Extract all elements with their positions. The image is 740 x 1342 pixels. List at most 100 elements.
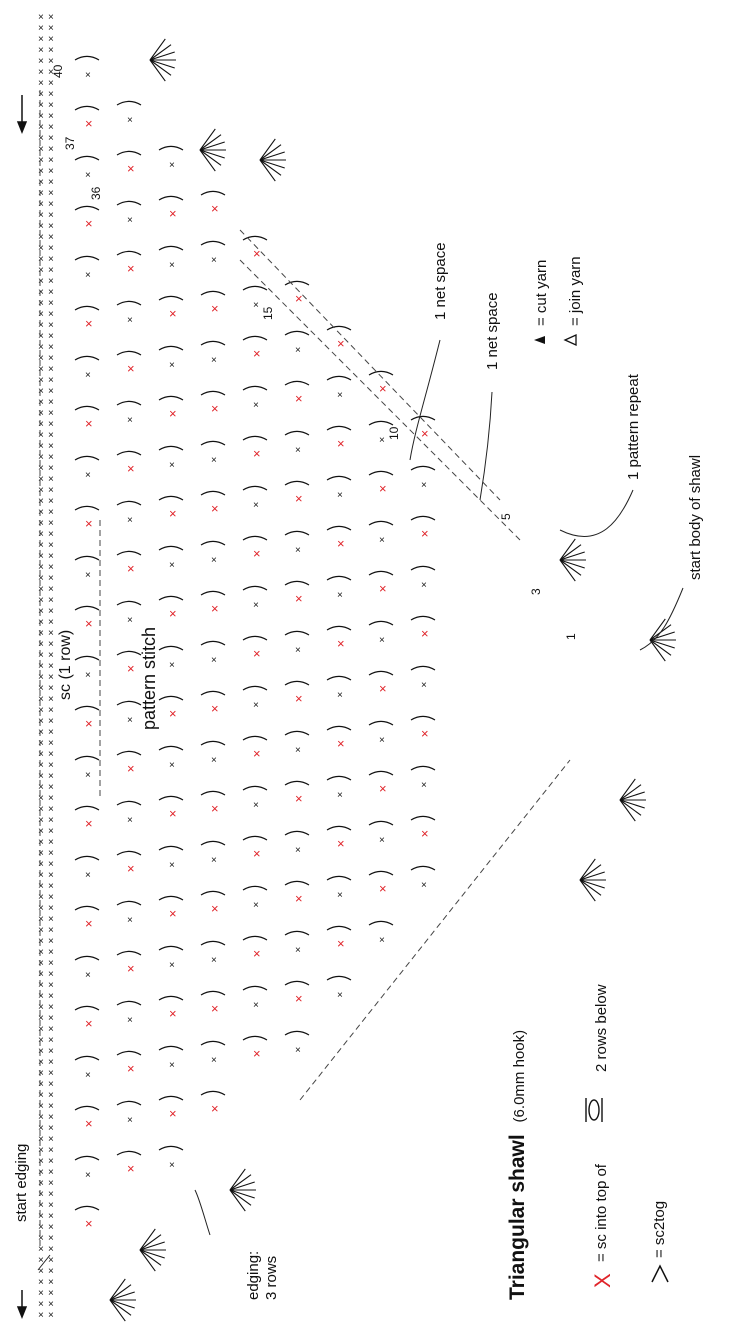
stitch-symbol: × [48, 155, 54, 166]
shell-stitch [199, 134, 222, 151]
chain-loop [200, 540, 226, 546]
stitch-symbol: × [48, 782, 54, 793]
stitch-symbol: × [38, 496, 44, 507]
stitch-symbol: × [38, 78, 44, 89]
stitch-symbol: × [38, 23, 44, 34]
stitch-symbol: × [253, 1046, 261, 1061]
shell-stitch [579, 864, 602, 881]
stitch-symbol: × [295, 791, 303, 806]
stitch-symbol: × [48, 870, 54, 881]
stitch-symbol: × [295, 545, 301, 556]
stitch-symbol: × [38, 221, 44, 232]
stitch-symbol: × [38, 408, 44, 419]
shell-stitch [579, 871, 605, 881]
chain-loop [158, 495, 184, 501]
stitch-symbol: × [48, 364, 54, 375]
shell-stitch [649, 639, 672, 656]
stitch-symbol: × [38, 782, 44, 793]
chain-loop [410, 665, 436, 671]
stitch-symbol: × [85, 1170, 91, 1181]
stitch-symbol: × [48, 452, 54, 463]
chain-loop [74, 1205, 100, 1211]
row-number: 3 [529, 588, 543, 595]
chain-loop [74, 705, 100, 711]
stitch-symbol: × [48, 540, 54, 551]
stitch-symbol: × [38, 771, 44, 782]
stitch-symbol: × [38, 309, 44, 320]
stitch-symbol: × [48, 683, 54, 694]
chain-loop [158, 895, 184, 901]
shell-stitch [559, 544, 582, 561]
chain-loop [326, 475, 352, 481]
stitch-symbol: × [379, 935, 385, 946]
chain-loop [74, 255, 100, 261]
stitch-symbol: × [48, 705, 54, 716]
chain-loop [116, 700, 142, 706]
shell-stitch [199, 128, 216, 151]
stitch-symbol: × [379, 781, 387, 796]
chain-loop [410, 815, 436, 821]
stitch-symbol: × [127, 961, 135, 976]
stitch-symbol: × [38, 56, 44, 67]
chain-loop [74, 55, 100, 61]
shell-stitch [229, 1189, 252, 1206]
stitch-symbol: × [38, 804, 44, 815]
chain-loop [74, 605, 100, 611]
shell-stitch [579, 879, 596, 902]
stitch-symbol: × [337, 490, 343, 501]
stitch-symbol: × [38, 1002, 44, 1013]
chain-loop [200, 940, 226, 946]
chain-loop [368, 720, 394, 726]
stitch-symbol: × [48, 1057, 54, 1068]
stitch-symbol: × [48, 496, 54, 507]
stitch-symbol: × [127, 661, 135, 676]
stitch-symbol: × [337, 636, 345, 651]
stitch-symbol: × [85, 616, 93, 631]
stitch-symbol: × [85, 770, 91, 781]
stitch-symbol: × [48, 232, 54, 243]
chain-loop [368, 770, 394, 776]
stitch-symbol: × [38, 969, 44, 980]
chain-loop [158, 1045, 184, 1051]
stitch-symbol: × [337, 536, 345, 551]
chain-loop [368, 470, 394, 476]
chain-loop [158, 345, 184, 351]
stitch-symbol: × [48, 287, 54, 298]
stitch-symbol: × [253, 300, 259, 311]
stitch-symbol: × [48, 100, 54, 111]
stitch-symbol: × [85, 116, 93, 131]
cut-yarn-triangle-icon [534, 336, 545, 344]
stitch-symbol: × [48, 12, 54, 23]
stitch-symbol: × [48, 848, 54, 859]
net-space-label-b: 1 net space [484, 292, 501, 370]
stitch-symbol: × [48, 474, 54, 485]
stitch-symbol: × [295, 1045, 301, 1056]
chain-loop [158, 445, 184, 451]
shell-stitch [109, 1299, 135, 1309]
stitch-symbol: × [337, 990, 343, 1001]
stitch-symbol: × [48, 419, 54, 430]
stitch-symbol: × [48, 320, 54, 331]
stitch-symbol: × [295, 445, 301, 456]
chain-loop [74, 205, 100, 211]
stitch-symbol: × [38, 760, 44, 771]
stitch-symbol: × [295, 845, 301, 856]
stitch-symbol: × [421, 580, 427, 591]
chain-loop [74, 405, 100, 411]
stitch-symbol: × [48, 56, 54, 67]
stitch-symbol: × [211, 855, 217, 866]
stitch-symbol: × [211, 555, 217, 566]
chain-loop [284, 1030, 310, 1036]
stitch-symbol: × [127, 515, 133, 526]
stitch-symbol: × [85, 1070, 91, 1081]
edging-label-line1: edging: [245, 1251, 262, 1300]
stitch-symbol: × [48, 177, 54, 188]
stitch-layer: ××××××××××××××××××××××××××××××××××××××××… [38, 12, 676, 1322]
legend-sc2tog-text: = sc2tog [651, 1201, 668, 1258]
chain-loop [116, 1150, 142, 1156]
stitch-symbol: × [38, 276, 44, 287]
stitch-symbol: × [48, 617, 54, 628]
stitch-symbol: × [48, 45, 54, 56]
